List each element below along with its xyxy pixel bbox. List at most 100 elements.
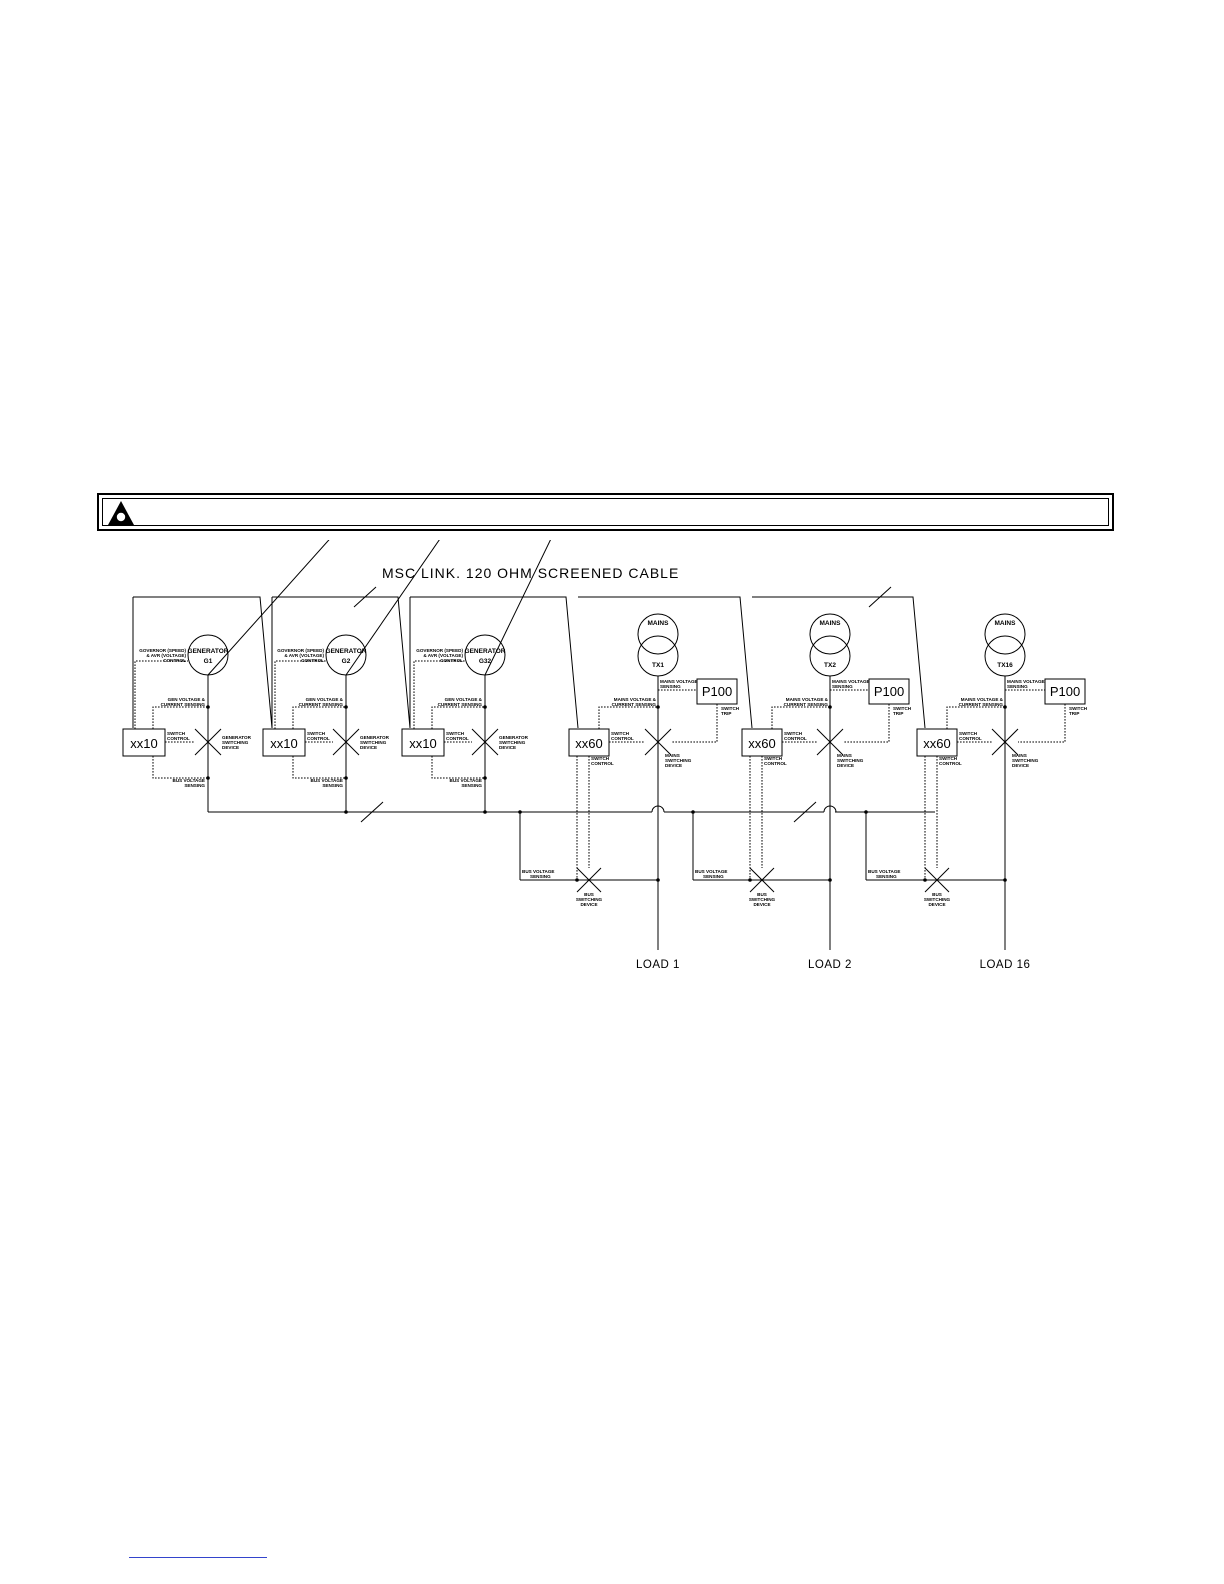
label: SWITCH	[939, 756, 958, 761]
wire	[345, 540, 440, 676]
label: MAINS VOLTAGE	[660, 679, 698, 684]
mains-transformer-symbol	[637, 613, 679, 655]
label: SWITCHING	[749, 897, 776, 902]
label: SWITCH	[893, 706, 912, 711]
governor-control-wire	[134, 660, 188, 729]
label: CURRENT SENSING	[438, 702, 483, 707]
controller-label: xx10	[130, 736, 157, 751]
label: SENSING	[184, 783, 205, 788]
junction-dot	[344, 776, 348, 780]
label: SWITCH	[446, 731, 465, 736]
generator-symbol	[464, 634, 506, 676]
label: BUS VOLTAGE	[522, 869, 555, 874]
generator-symbol	[187, 634, 229, 676]
label: GOVERNOR (SPEED)	[139, 648, 186, 653]
mains-switching-device	[644, 728, 672, 756]
controller-label: xx60	[748, 736, 775, 751]
junction-dot	[923, 878, 927, 882]
label: SWITCH	[167, 731, 186, 736]
generator-id: G32	[479, 658, 492, 665]
label: BUS VOLTAGE	[173, 778, 206, 783]
mains-transformer-symbol	[984, 613, 1026, 655]
mains-switching-device	[816, 728, 844, 756]
label: SWITCH	[1069, 706, 1088, 711]
mains-switching-device	[991, 728, 1019, 756]
label: MAINS	[665, 753, 680, 758]
label: SENSING	[461, 783, 482, 788]
governor-control-wire	[413, 660, 465, 729]
label: CURRENT SENSING	[299, 702, 344, 707]
msc-link-cable	[272, 596, 411, 729]
controller-xx10	[401, 728, 445, 757]
controller-label: xx60	[575, 736, 602, 751]
label: CURRENT SENSING	[612, 702, 657, 707]
transformer-id: TX2	[824, 662, 836, 669]
load-label: LOAD 2	[808, 959, 852, 971]
p100-label: P100	[702, 684, 732, 699]
label: DEVICE	[837, 763, 854, 768]
label: BUS	[584, 892, 594, 897]
label: SENSING	[530, 874, 551, 879]
label: CONTROL	[611, 736, 634, 741]
bus-sensing-wire	[152, 756, 208, 779]
mains-transformer-symbol	[984, 635, 1026, 677]
label: CURRENT SENSING	[959, 702, 1004, 707]
switch-trip-wire	[671, 704, 718, 743]
label: SENSING	[1007, 684, 1028, 689]
bus-switching-device	[749, 867, 775, 893]
label: MAINS VOLTAGE	[1007, 679, 1045, 684]
cable-marker	[793, 801, 817, 823]
label: SWITCHING	[924, 897, 951, 902]
label: SWITCH	[959, 731, 978, 736]
label: SENSING	[322, 783, 343, 788]
generator-id: G1	[204, 658, 213, 665]
governor-control-wire	[274, 660, 326, 729]
label: CONTROL	[784, 736, 807, 741]
generator-switching-device	[194, 728, 222, 756]
label: SWITCH	[307, 731, 326, 736]
label: CONTROL	[446, 736, 469, 741]
label: SWITCH	[611, 731, 630, 736]
msc-link-cable	[578, 596, 753, 729]
label: SWITCHING	[499, 740, 526, 745]
wire	[484, 540, 551, 676]
msc-link-wiring-diagram: MSC LINK. 120 OHM SCREENED CABLE GENERATO…	[122, 540, 1088, 971]
label: CONTROL	[307, 736, 330, 741]
label: CONTROL	[764, 761, 787, 766]
mains-label: MAINS	[820, 620, 842, 627]
gen-sensing-wire	[431, 706, 485, 729]
label: GOVERNOR (SPEED)	[416, 648, 463, 653]
label: CONTROL	[591, 761, 614, 766]
mains-sensing-wire	[771, 706, 830, 729]
label: TRIP	[893, 711, 903, 716]
label: DEVICE	[753, 902, 770, 907]
label: & AVR (VOLTAGE)	[146, 653, 186, 658]
junction-dot	[483, 776, 487, 780]
label: DEVICE	[499, 745, 516, 750]
junction-dot	[344, 705, 348, 709]
transformer-id: TX16	[997, 662, 1013, 669]
diagram-title: MSC LINK. 120 OHM SCREENED CABLE	[382, 565, 679, 581]
junction-dot	[748, 878, 752, 882]
label: BUS VOLTAGE	[450, 778, 483, 783]
label: MAINS VOLTAGE &	[961, 697, 1004, 702]
bus-switching-device	[924, 867, 950, 893]
generator-label: GENERATOR	[188, 648, 229, 655]
label: SWITCHING	[222, 740, 249, 745]
bus-switching-device	[576, 867, 602, 893]
bus-sensing-wire	[431, 756, 485, 779]
label: MAINS VOLTAGE &	[614, 697, 657, 702]
load-label: LOAD 1	[636, 959, 680, 971]
label: DEVICE	[928, 902, 945, 907]
label: GENERATOR	[499, 735, 529, 740]
label: CURRENT SENSING	[784, 702, 829, 707]
p100-label: P100	[1050, 684, 1080, 699]
msc-link-cable	[410, 596, 579, 729]
load-label: LOAD 16	[980, 959, 1031, 971]
label: SWITCHING	[576, 897, 603, 902]
label: SWITCH	[721, 706, 740, 711]
junction-dot	[691, 810, 695, 814]
msc-link-cable	[752, 596, 926, 729]
label: GEN VOLTAGE &	[168, 697, 206, 702]
label: MAINS	[837, 753, 852, 758]
